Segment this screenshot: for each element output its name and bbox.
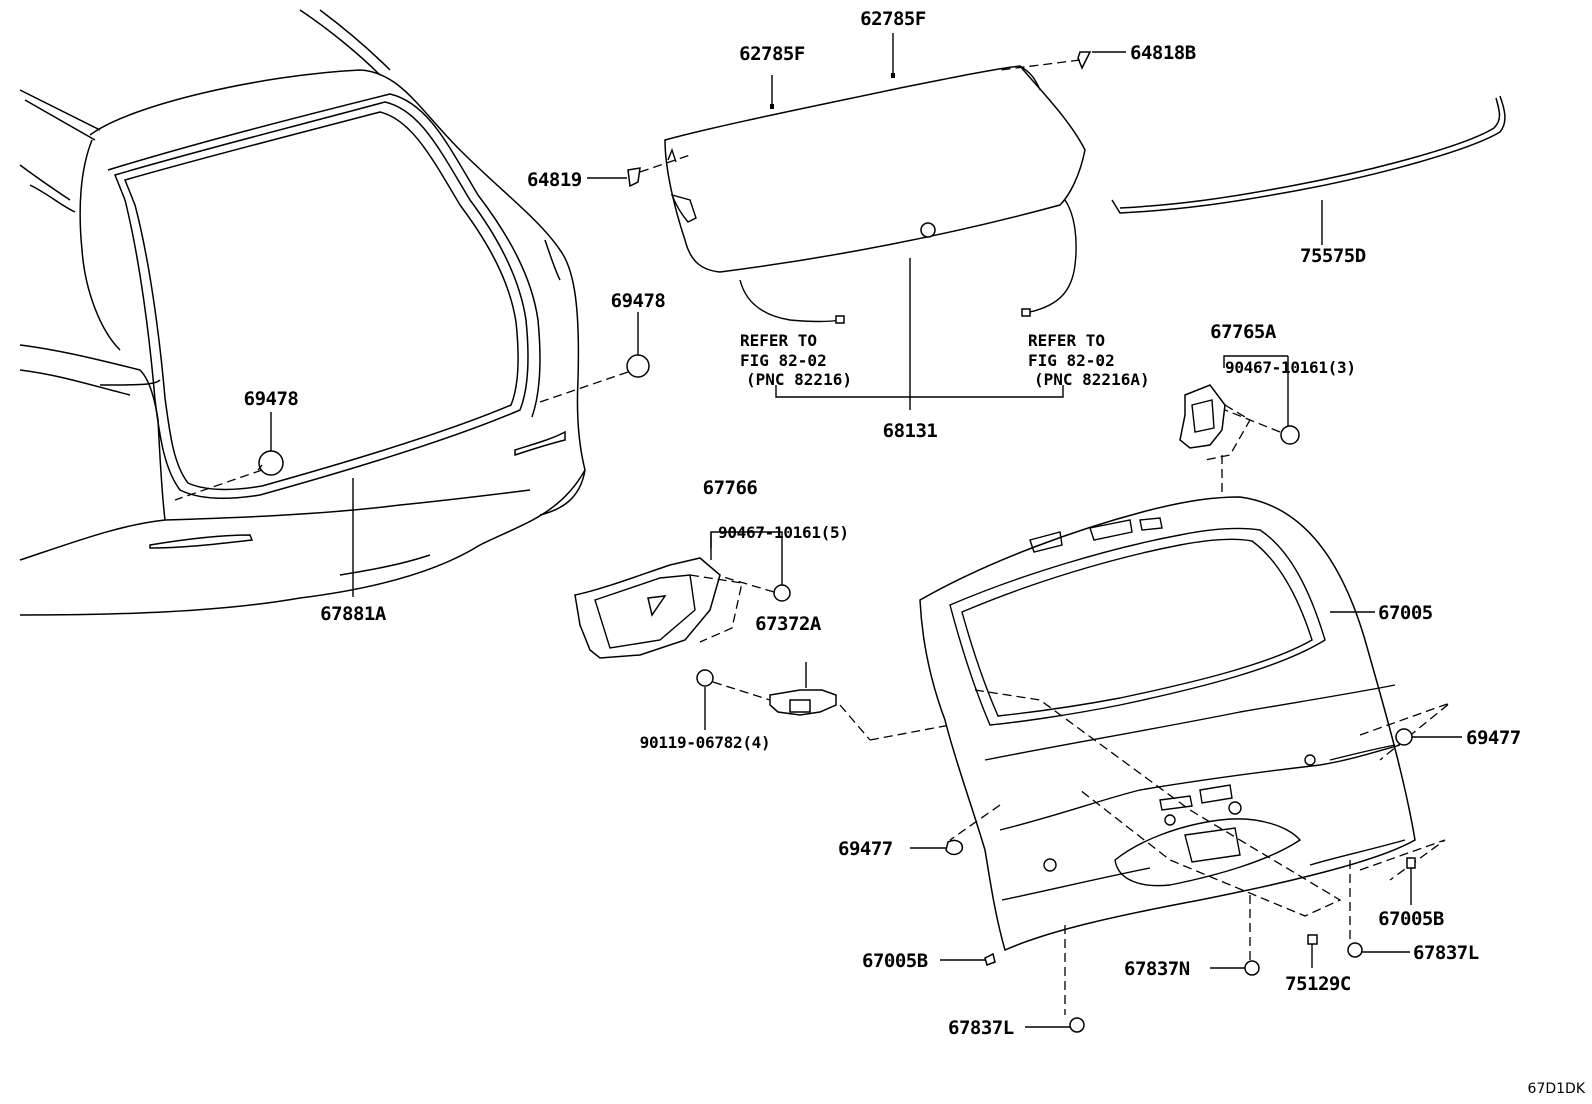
- label-62785F-top: 62785F: [860, 8, 926, 30]
- label-67005B-left: 67005B: [862, 950, 928, 972]
- label-67837L-right: 67837L: [1413, 942, 1479, 964]
- ref-left-line2: FIG 82-02: [740, 351, 827, 370]
- label-90119: 90119-06782(4): [640, 733, 771, 752]
- label-62785F-left: 62785F: [739, 43, 805, 65]
- label-67765A: 67765A: [1210, 321, 1277, 343]
- latch-67372A: [696, 662, 1031, 741]
- ref-right-line2: FIG 82-02: [1028, 351, 1115, 370]
- label-67005: 67005: [1378, 602, 1433, 624]
- ref-right-line1: REFER TO: [1028, 331, 1105, 350]
- hinge-67766: [574, 531, 791, 659]
- label-67372A: 67372A: [755, 613, 822, 635]
- back-door-panel: [919, 496, 1451, 1015]
- ref-right-line3: (PNC 82216A): [1034, 370, 1150, 389]
- fasteners: [910, 728, 1462, 1033]
- label-69478-right: 69478: [611, 290, 666, 312]
- label-90467-5: 90467-10161(5): [718, 523, 849, 542]
- part-labels: 62785F 62785F 64818B 64819 75575D 69478 …: [244, 8, 1522, 1039]
- moulding-75575D: [1111, 95, 1506, 245]
- label-67881A: 67881A: [320, 603, 387, 625]
- label-75575D: 75575D: [1300, 245, 1366, 267]
- label-90467-3: 90467-10161(3): [1225, 358, 1356, 377]
- bracket-64818B: [999, 51, 1126, 71]
- label-69478-left: 69478: [244, 388, 299, 410]
- label-68131: 68131: [883, 420, 938, 442]
- label-67837L-bottom: 67837L: [948, 1017, 1014, 1039]
- reference-note-right: REFER TO FIG 82-02 (PNC 82216A): [1028, 331, 1150, 389]
- label-67837N: 67837N: [1124, 958, 1190, 980]
- label-69477-left: 69477: [838, 838, 893, 860]
- label-75129C: 75129C: [1285, 973, 1351, 995]
- back-window-glass: [664, 65, 1086, 324]
- label-67005B-right: 67005B: [1378, 908, 1444, 930]
- clip-69478-upper: [539, 312, 650, 403]
- vehicle-body-illustration: [19, 9, 586, 616]
- reference-note-left: REFER TO FIG 82-02 (PNC 82216): [740, 331, 852, 389]
- ref-left-line3: (PNC 82216): [746, 370, 852, 389]
- ref-left-line1: REFER TO: [740, 331, 817, 350]
- label-67766: 67766: [703, 477, 758, 499]
- label-64819: 64819: [527, 169, 582, 191]
- label-69477-right: 69477: [1466, 727, 1521, 749]
- bracket-64819: [587, 154, 691, 188]
- figure-code: 67D1DK: [1528, 1081, 1586, 1097]
- clip-69478-lower: [174, 412, 284, 501]
- label-64818B: 64818B: [1130, 42, 1196, 64]
